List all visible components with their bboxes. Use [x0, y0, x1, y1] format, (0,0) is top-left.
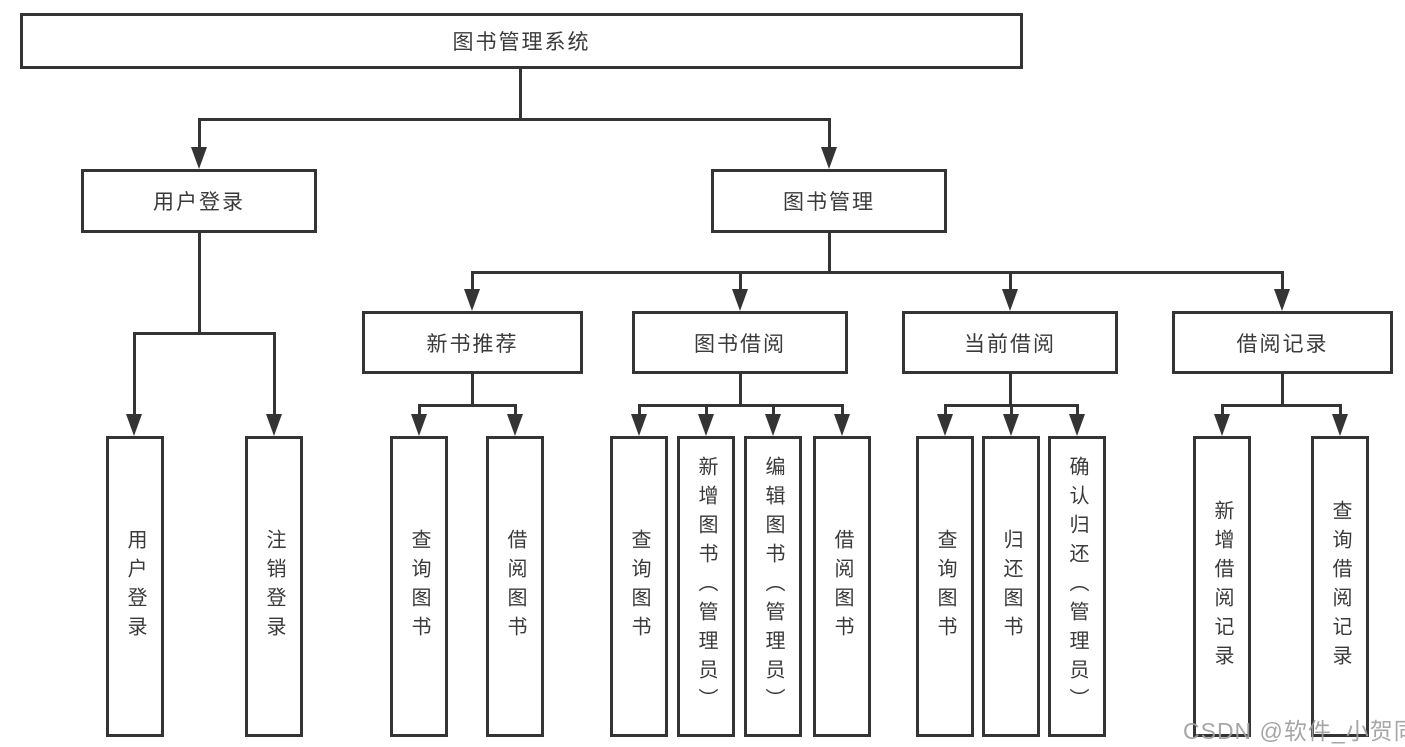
connector-line [133, 332, 276, 335]
connector-line [519, 69, 522, 120]
arrow-head [1274, 289, 1290, 311]
connector-line [1339, 404, 1342, 415]
arrow-head [834, 414, 850, 436]
connector-line [828, 233, 831, 273]
leaf-edit-books-admin: 编辑图书（管理员） [744, 436, 802, 737]
leaf-query-books: 查询图书 [610, 436, 668, 737]
connector-line [198, 233, 201, 334]
node-label: 查询图书 [628, 528, 650, 645]
node-library-management-system: 图书管理系统 [20, 13, 1023, 69]
connector-line [638, 404, 641, 415]
node-label: 查询图书 [934, 528, 956, 645]
arrow-head [937, 414, 953, 436]
connector-line [841, 404, 844, 415]
arrow-head [411, 414, 427, 436]
node-label: 归还图书 [1000, 528, 1022, 645]
node-label: 借阅记录 [1236, 332, 1329, 356]
arrow-head [464, 289, 480, 311]
leaf-confirm-return-admin: 确认归还（管理员） [1048, 436, 1106, 737]
arrow-head [821, 147, 837, 169]
leaf-borrow-books: 借阅图书 [486, 436, 544, 737]
arrow-head [1214, 414, 1230, 436]
connector-line [1076, 404, 1079, 415]
arrow-head [126, 414, 142, 436]
connector-line [1009, 271, 1012, 289]
leaf-borrow-books: 借阅图书 [813, 436, 871, 737]
arrow-head [191, 147, 207, 169]
connector-line [471, 374, 474, 407]
node-label: 图书借阅 [694, 332, 786, 356]
leaf-add-books-admin: 新增图书（管理员） [677, 436, 735, 737]
node-label: 用户登录 [153, 191, 245, 214]
connector-line [739, 271, 742, 289]
connector-line [418, 404, 517, 407]
connector-line [514, 404, 517, 415]
arrow-head [765, 414, 781, 436]
watermark: CSDN @软件_小贺同学 [1183, 718, 1405, 744]
leaf-add-borrow-record: 新增借阅记录 [1193, 436, 1251, 737]
node-borrowing-records: 借阅记录 [1172, 311, 1393, 374]
node-label: 新增借阅记录 [1211, 499, 1233, 674]
leaf-query-books: 查询图书 [916, 436, 974, 737]
connector-line [739, 374, 742, 407]
node-label: 当前借阅 [964, 332, 1056, 356]
node-label: 图书管理 [783, 191, 875, 214]
connector-line [828, 118, 831, 147]
node-label: 借阅图书 [831, 528, 853, 645]
leaf-query-borrow-record: 查询借阅记录 [1311, 436, 1369, 737]
node-new-book-recommendation: 新书推荐 [362, 311, 583, 374]
leaf-query-books: 查询图书 [390, 436, 448, 737]
arrow-head [1069, 414, 1085, 436]
arrow-head [1002, 289, 1018, 311]
node-label: 图书管理系统 [452, 31, 591, 54]
connector-line [471, 271, 1284, 274]
leaf-user-login: 用户登录 [106, 436, 164, 737]
connector-line [198, 118, 831, 121]
node-label: 新增图书（管理员） [695, 456, 717, 717]
node-current-borrowing: 当前借阅 [902, 311, 1118, 374]
connector-line [1281, 271, 1284, 289]
node-label: 新书推荐 [426, 332, 519, 356]
arrow-head [1332, 414, 1348, 436]
node-book-management: 图书管理 [711, 169, 947, 233]
arrow-head [1003, 414, 1019, 436]
connector-line [1221, 404, 1341, 407]
node-label: 编辑图书（管理员） [762, 456, 784, 717]
node-label: 查询图书 [408, 528, 430, 645]
connector-line [944, 404, 947, 415]
arrow-head [507, 414, 523, 436]
node-book-borrowing: 图书借阅 [632, 311, 848, 374]
node-user-login: 用户登录 [81, 169, 317, 233]
arrow-head [698, 414, 714, 436]
leaf-return-books: 归还图书 [982, 436, 1040, 737]
node-label: 借阅图书 [504, 528, 526, 645]
connector-line [638, 404, 843, 407]
arrow-head [732, 289, 748, 311]
node-label: 确认归还（管理员） [1066, 456, 1088, 717]
connector-line [418, 404, 421, 415]
arrow-head [266, 414, 282, 436]
connector-line [198, 118, 201, 147]
connector-line [1010, 404, 1013, 415]
connector-line [273, 332, 276, 414]
connector-line [1009, 374, 1012, 407]
leaf-logout: 注销登录 [245, 436, 303, 737]
connector-line [1281, 374, 1284, 407]
connector-line [133, 332, 136, 414]
connector-line [1221, 404, 1224, 415]
connector-line [471, 271, 474, 289]
arrow-head [631, 414, 647, 436]
node-label: 用户登录 [124, 528, 146, 645]
connector-line [705, 404, 708, 415]
node-label: 查询借阅记录 [1329, 499, 1351, 674]
connector-line [772, 404, 775, 415]
node-label: 注销登录 [263, 528, 285, 645]
